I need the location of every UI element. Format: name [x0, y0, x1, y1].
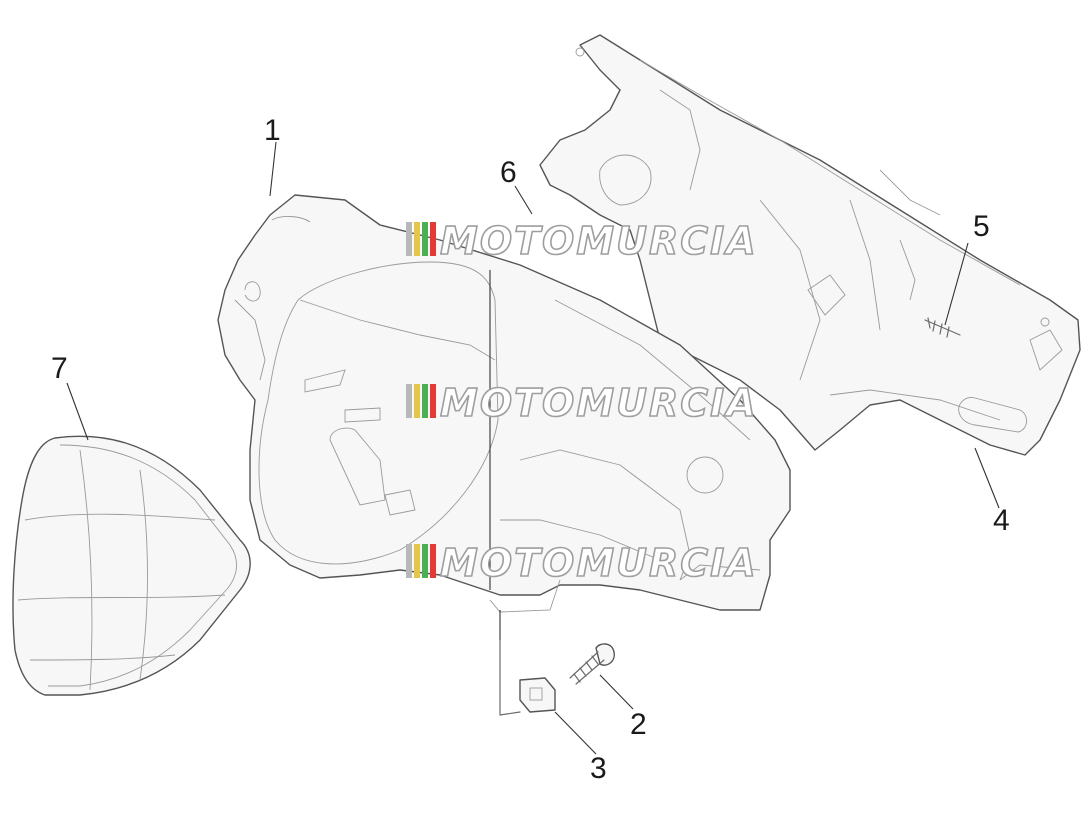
watermark-text: MOTOMURCIA: [440, 219, 758, 263]
callout-5: 5: [973, 210, 990, 243]
watermark-1: MOTOMURCIA: [406, 218, 758, 264]
callout-2: 2: [630, 708, 647, 741]
callout-3: 3: [590, 752, 607, 785]
callout-1: 1: [264, 114, 281, 147]
leader-lines: [66, 141, 1000, 755]
rear-handlebar-cover: [539, 34, 1081, 456]
watermark-text: MOTOMURCIA: [440, 381, 758, 425]
watermark-3: MOTOMURCIA: [406, 540, 758, 586]
screw-part-2: [569, 643, 615, 685]
callout-7: 7: [51, 352, 68, 385]
screw-part-5: [924, 317, 961, 338]
clip-nut-part-3: [499, 639, 556, 716]
front-handlebar-cover: [217, 194, 791, 613]
watermark-2: MOTOMURCIA: [406, 380, 758, 426]
headlamp-lens: [12, 435, 251, 696]
callout-6: 6: [500, 156, 517, 189]
callout-labels: 1 2 3 4 5 6 7: [51, 114, 1010, 785]
watermark-text: MOTOMURCIA: [440, 541, 758, 585]
callout-4: 4: [993, 504, 1010, 537]
